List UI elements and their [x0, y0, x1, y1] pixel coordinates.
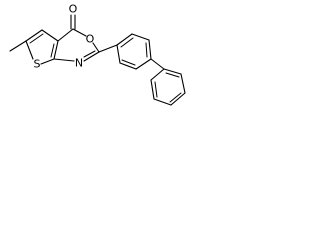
bond-ph1-c: [148, 39, 152, 60]
bond-ph1-d: [135, 58, 152, 70]
bond-n1-c7a: [53, 58, 75, 62]
atom-label-ring-oxygen: O: [86, 33, 95, 46]
bond-c5-c4a: [41, 29, 59, 42]
bond-ph1-e-double: [121, 59, 136, 66]
bond-c2-phenyl: [98, 44, 118, 53]
bond-ph1-a: [116, 33, 133, 46]
bond-ph2-a-double: [165, 72, 180, 78]
atom-labels: O O N S: [34, 3, 95, 71]
bond-c2-n1-double: [83, 50, 96, 58]
bond-ph1-c-double: [145, 42, 148, 58]
bond-ph2-e-double: [154, 81, 158, 98]
bond-ph2-c: [170, 92, 186, 106]
chemical-structure-diagram: O O N S: [9, 3, 186, 106]
bond-ph2-c-double: [169, 92, 182, 103]
bond-ph2-d: [153, 98, 172, 106]
bond-ph1-a-double: [120, 37, 134, 48]
bond-ph2-b: [180, 73, 186, 94]
bond-ph2-a: [163, 68, 182, 75]
bond-ph1-e: [119, 62, 137, 70]
bond-c2-n1: [83, 51, 100, 62]
bond-c4a-c4: [57, 28, 74, 42]
bond-c7a-s: [40, 58, 55, 65]
bond-ph1-f: [116, 44, 121, 64]
bond-c6-c5-double: [29, 33, 44, 44]
atom-label-carbonyl-oxygen: O: [69, 3, 78, 16]
bond-biphenyl-link: [150, 58, 165, 70]
bond-s-c6: [25, 40, 34, 60]
atom-label-thiophene-sulfur: S: [34, 58, 41, 71]
bond-c4-o3: [72, 28, 87, 37]
bond-ph2-f: [150, 68, 165, 81]
atom-label-ring-nitrogen: N: [75, 57, 83, 70]
bond-c4a-c7a-double: [50, 43, 55, 58]
bonds: [9, 14, 186, 106]
bond-ph1-b: [131, 33, 150, 41]
bond-c4a-c7a: [53, 40, 59, 60]
bond-ph2-e: [150, 79, 155, 100]
bond-methyl: [9, 40, 27, 52]
bond-o3-c2: [92, 42, 100, 53]
bond-c6-c5: [25, 29, 43, 42]
